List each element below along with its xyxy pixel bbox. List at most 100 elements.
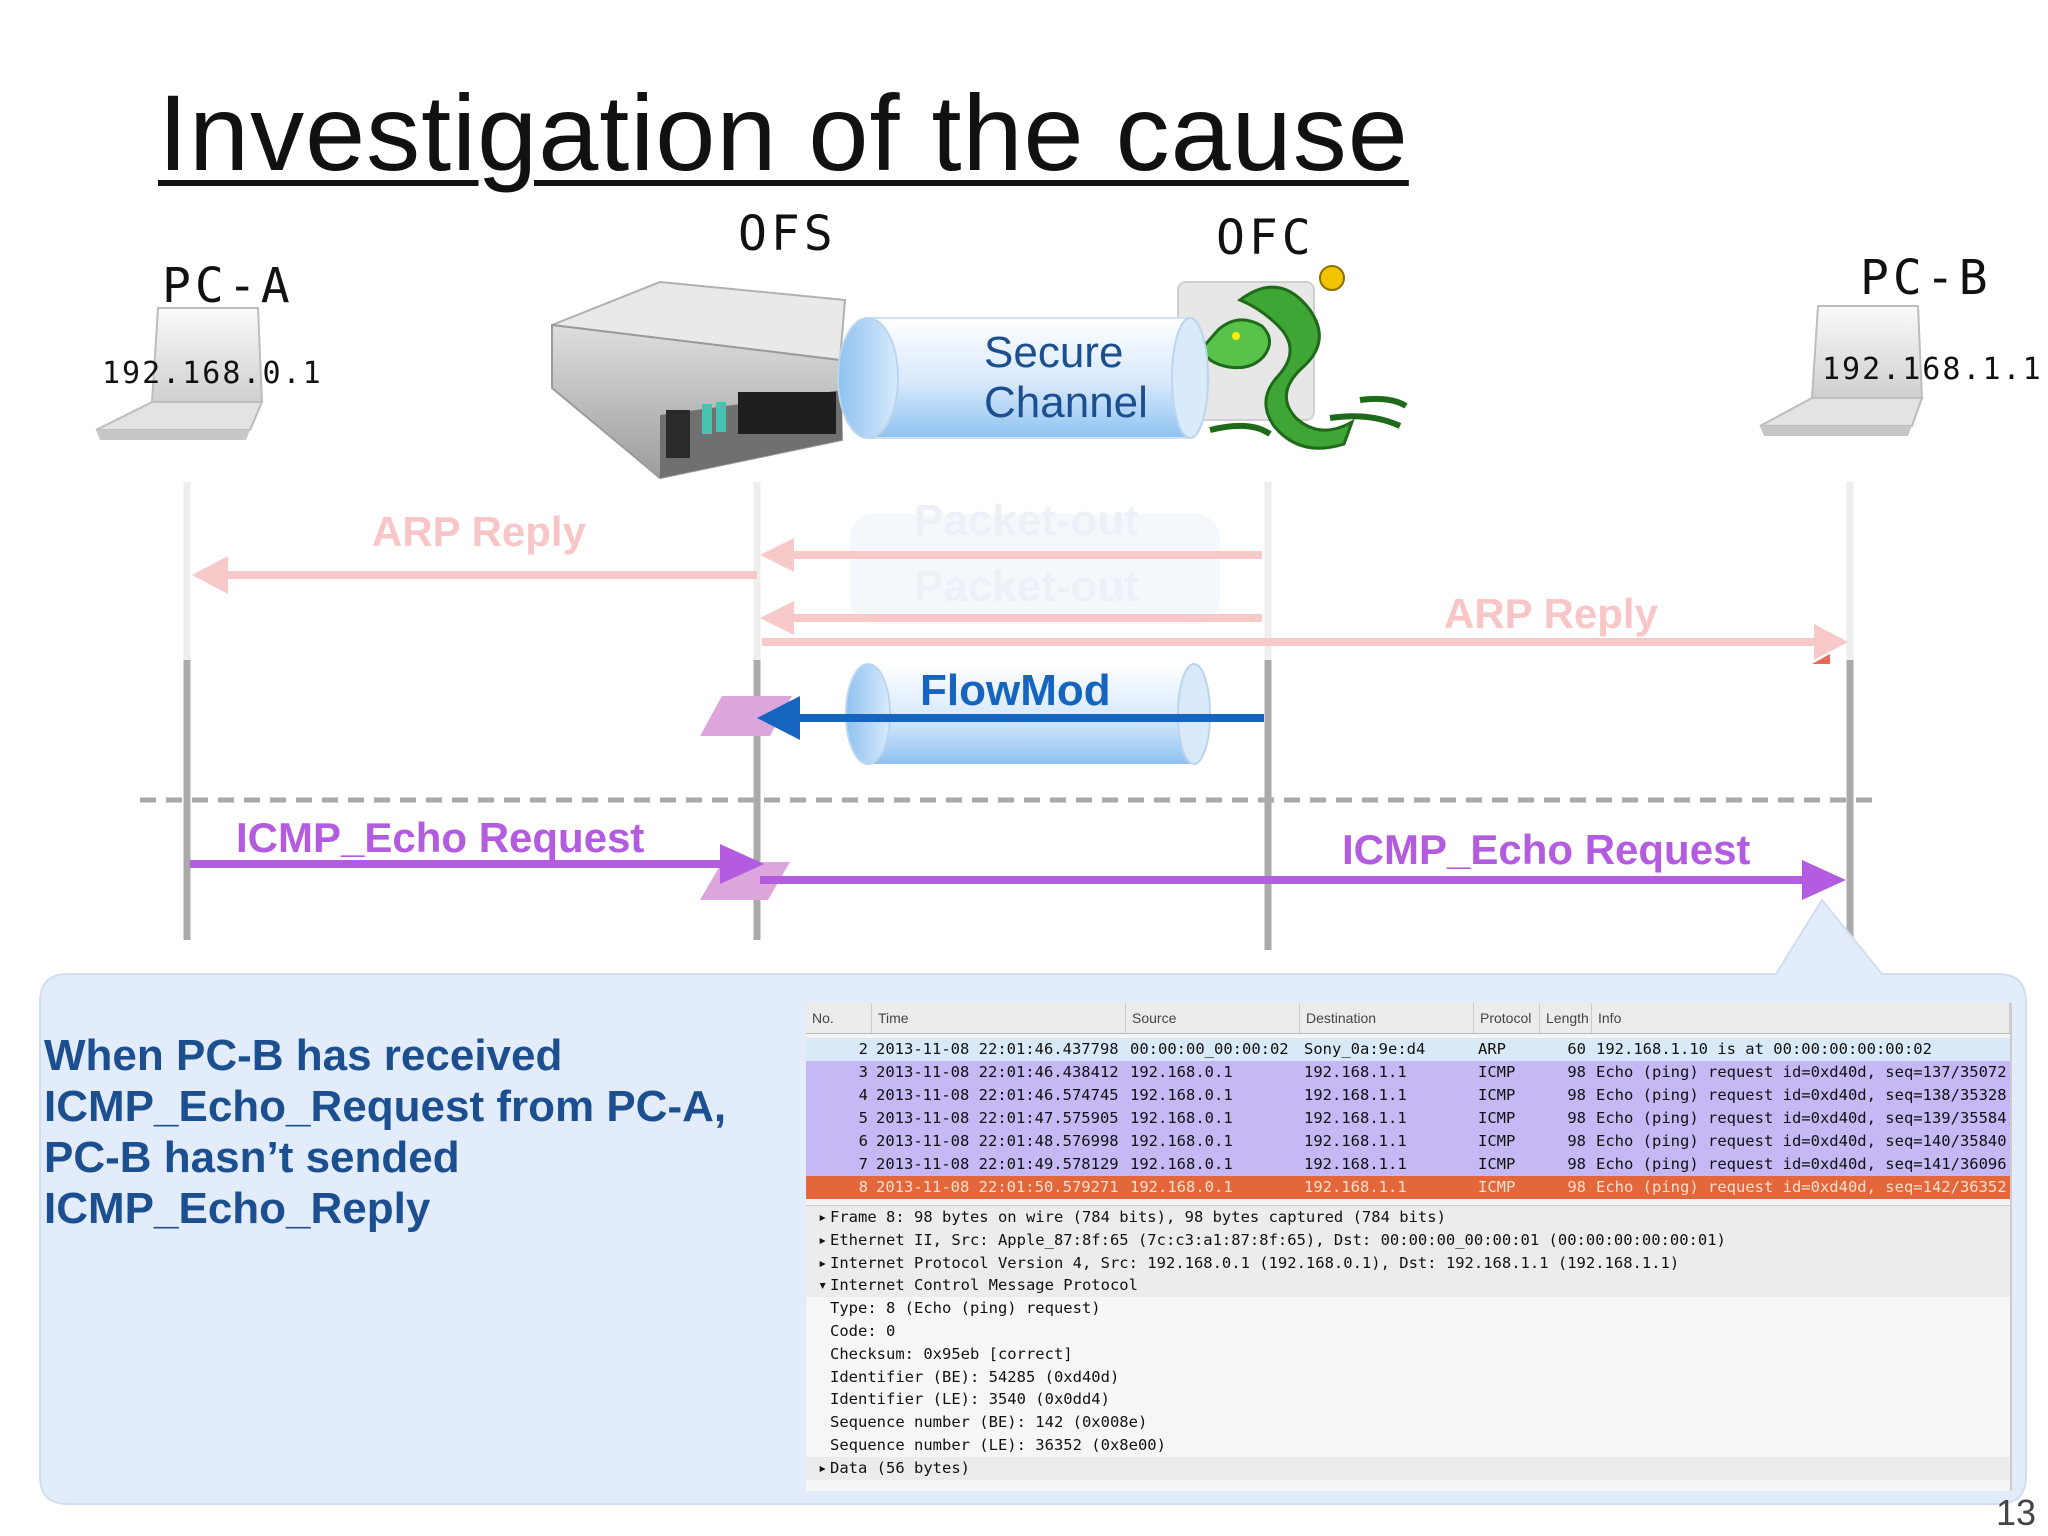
icmp-left-label: ICMP_Echo Request [236,814,645,861]
openflow-controller-icon [1177,265,1408,450]
pc-a-laptop-icon [95,307,264,440]
detail-field: Identifier (BE): 54285 (0xd40d) [806,1366,2010,1389]
packet-cell-dst: 192.168.1.1 [1304,1132,1407,1150]
packet-list-header: No. Time Source Destination Protocol Len… [806,1003,2010,1034]
packet-cell-info: Echo (ping) request id=0xd40d, seq=142/3… [1596,1178,2010,1196]
detail-tree-node[interactable]: ▸Ethernet II, Src: Apple_87:8f:65 (7c:c3… [806,1228,2010,1252]
column-no[interactable]: No. [806,1003,872,1033]
detail-field: Identifier (LE): 3540 (0x0dd4) [806,1388,2010,1411]
expand-closed-icon[interactable]: ▸ [818,1208,828,1226]
detail-tree-node[interactable]: ▸Data (56 bytes) [806,1456,2010,1480]
packet-row[interactable]: 2 2013-11-08 22:01:46.437798 00:00:00_00:0… [806,1038,2010,1061]
packet-cell-time: 2013-11-08 22:01:46.574745 [876,1086,1119,1104]
packet-cell-dst: 192.168.1.1 [1304,1063,1407,1081]
expand-open-icon[interactable]: ▾ [818,1276,828,1295]
packet-cell-len: 98 [1567,1132,1586,1150]
expand-closed-icon[interactable]: ▸ [818,1458,828,1477]
packet-cell-info: Echo (ping) request id=0xd40d, seq=139/3… [1596,1109,2010,1127]
faded-arrows [192,514,1848,664]
page-number: 13 [1995,1492,2036,1533]
flowmod-label: FlowMod [920,666,1111,715]
pc-a-ip: 192.168.0.1 [102,356,323,391]
pc-a-label: PC-A [162,258,294,314]
detail-text: Frame 8: 98 bytes on wire (784 bits), 98… [830,1208,1446,1226]
packet-cell-src: 192.168.0.1 [1130,1132,1233,1150]
packet-cell-time: 2013-11-08 22:01:46.438412 [876,1063,1119,1081]
detail-tree-node[interactable]: ▸Internet Protocol Version 4, Src: 192.1… [806,1251,2010,1275]
packet-cell-len: 98 [1567,1178,1586,1196]
detail-text: Type: 8 (Echo (ping) request) [830,1299,1101,1318]
packet-cell-dst: 192.168.1.1 [1304,1178,1407,1196]
detail-text: Ethernet II, Src: Apple_87:8f:65 (7c:c3:… [830,1230,1726,1249]
column-length[interactable]: Length [1540,1003,1592,1033]
packet-cell-no: 2 [858,1040,868,1058]
icmp-right-label: ICMP_Echo Request [1342,826,1751,873]
packet-cell-no: 8 [858,1178,868,1196]
callout-line: When PC-B has received [44,1031,563,1080]
packet-cell-time: 2013-11-08 22:01:47.575905 [876,1109,1119,1127]
packet-cell-src: 192.168.0.1 [1130,1086,1233,1104]
flowmod-message [700,663,1264,765]
secure-channel-cylinder [837,317,1209,439]
callout-line: ICMP_Echo_Request from PC-A, [44,1082,727,1131]
packet-cell-no: 5 [858,1109,868,1127]
secure-channel-line1: Secure [984,328,1124,377]
detail-text: Sequence number (BE): 142 (0x008e) [830,1413,1148,1432]
packet-cell-src: 00:00:00_00:00:02 [1130,1040,1289,1058]
column-info[interactable]: Info [1592,1003,2010,1033]
detail-text: Sequence number (LE): 36352 (0x8e00) [830,1435,1166,1454]
arp-reply-left-label: ARP Reply [372,508,586,555]
callout-line: ICMP_Echo_Reply [44,1184,431,1233]
packet-cell-dst: Sony_0a:9e:d4 [1304,1040,1426,1058]
detail-tree-node[interactable]: ▸Frame 8: 98 bytes on wire (784 bits), 9… [806,1206,2010,1229]
wireshark-capture: No. Time Source Destination Protocol Len… [806,1003,2012,1491]
detail-field: Code: 0 [806,1320,2010,1343]
expand-closed-icon[interactable]: ▸ [818,1253,828,1272]
packet-cell-src: 192.168.0.1 [1130,1109,1233,1127]
packet-cell-no: 4 [858,1086,868,1104]
detail-field: Checksum: 0x95eb [correct] [806,1343,2010,1366]
arp-reply-right-label: ARP Reply [1444,590,1658,637]
packet-cell-dst: 192.168.1.1 [1304,1086,1407,1104]
packet-cell-time: 2013-11-08 22:01:46.437798 [876,1040,1119,1058]
packet-out-label-2: Packet-out [914,562,1139,611]
packet-cell-time: 2013-11-08 22:01:48.576998 [876,1132,1119,1150]
openflow-switch-icon [551,280,847,480]
pc-b-ip: 192.168.1.1 [1822,352,2043,387]
packet-cell-info: Echo (ping) request id=0xd40d, seq=137/3… [1596,1063,2010,1081]
pc-b-laptop-icon [1759,305,1924,436]
packet-cell-info: Echo (ping) request id=0xd40d, seq=141/3… [1596,1155,2010,1173]
secure-channel-label: Secure Channel [984,328,1148,428]
packet-cell-info: Echo (ping) request id=0xd40d, seq=140/3… [1596,1132,2010,1150]
packet-list: 2 2013-11-08 22:01:46.437798 00:00:00_00:0… [806,1038,2010,1199]
lifelines [183,660,1854,960]
packet-cell-len: 98 [1567,1109,1586,1127]
detail-text: Data (56 bytes) [830,1458,970,1477]
detail-text: Checksum: 0x95eb [correct] [830,1344,1073,1363]
column-source[interactable]: Source [1126,1003,1300,1033]
icmp-request-arrows [190,844,1846,900]
packet-cell-src: 192.168.0.1 [1130,1063,1233,1081]
column-protocol[interactable]: Protocol [1474,1003,1540,1033]
page-title: Investigation of the cause [158,72,1409,193]
packet-cell-proto: ICMP [1478,1178,1516,1196]
packet-cell-len: 98 [1567,1155,1586,1173]
packet-cell-info: 192.168.1.10 is at 00:00:00:00:00:02 [1596,1040,1932,1058]
packet-row[interactable]: 4 2013-11-08 22:01:46.574745 192.168.0.1 19… [806,1084,2010,1107]
detail-field: Sequence number (BE): 142 (0x008e) [806,1411,2010,1434]
packet-cell-len: 98 [1567,1063,1586,1081]
column-destination[interactable]: Destination [1300,1003,1474,1033]
packet-cell-src: 192.168.0.1 [1130,1178,1233,1196]
packet-cell-len: 60 [1567,1040,1586,1058]
pc-b-label: PC-B [1860,250,1992,306]
expand-closed-icon[interactable]: ▸ [818,1230,828,1249]
detail-tree-node[interactable]: ▾Internet Control Message Protocol [806,1274,2010,1298]
column-time[interactable]: Time [872,1003,1126,1033]
secure-channel-line2: Channel [984,378,1148,427]
